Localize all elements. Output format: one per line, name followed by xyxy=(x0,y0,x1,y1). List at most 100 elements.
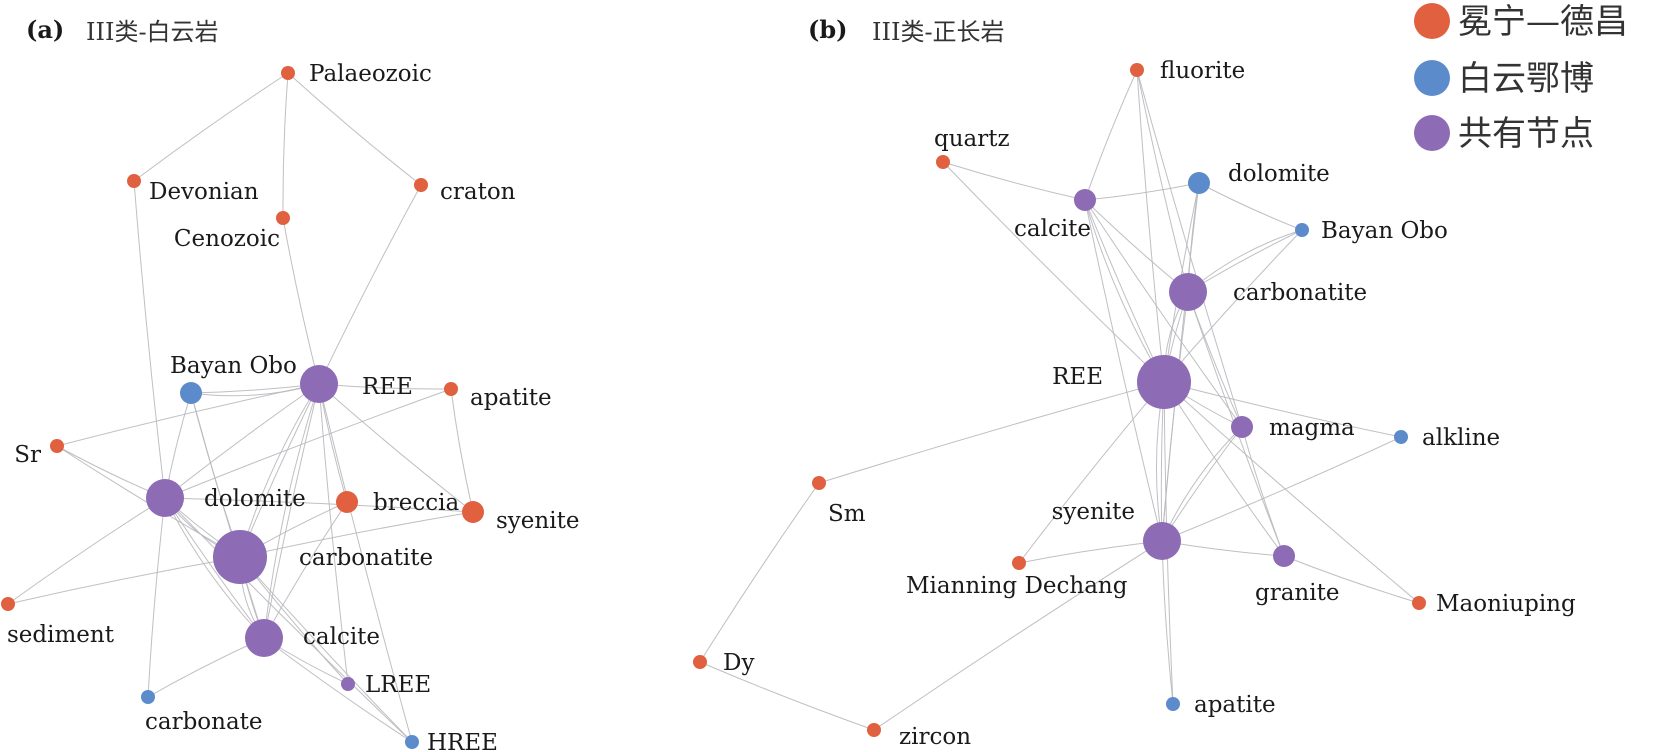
edge-syenite-zircon xyxy=(873,540,1163,731)
edge-ree-alkline xyxy=(1163,381,1402,438)
node-alkline xyxy=(1394,430,1408,444)
edge-apatite-dolomite xyxy=(164,388,452,499)
node-dy xyxy=(693,655,707,669)
edge-quartz-calcite xyxy=(942,161,1086,201)
node-palaeozoic xyxy=(281,66,295,80)
node-label-ree: REE xyxy=(1052,364,1103,390)
node-label-sm: Sm xyxy=(828,501,866,527)
edge-calcite-ree xyxy=(1084,199,1165,383)
node-label-dolomite: dolomite xyxy=(204,486,306,512)
node-fluorite xyxy=(1130,63,1144,77)
edge-dolomite-calcite xyxy=(164,497,265,639)
edge-calcite-carbonatite xyxy=(1084,199,1189,293)
node-granite xyxy=(1273,545,1295,567)
edge-granite-maoniuping xyxy=(1283,555,1420,604)
legend-label-mianning-dechang: 冕宁—德昌 xyxy=(1458,2,1628,42)
node-label-syenite: syenite xyxy=(496,508,579,534)
node-mianning_dechang xyxy=(1012,556,1026,570)
node-lree xyxy=(341,677,355,691)
node-ree xyxy=(300,365,338,403)
edge-ree-carbonatite xyxy=(239,383,320,558)
edge-calcite-ree xyxy=(1084,199,1165,383)
edge-ree-lree xyxy=(318,383,349,685)
node-label-bayan_obo: Bayan Obo xyxy=(170,353,297,379)
edge-ree-granite xyxy=(1163,381,1285,557)
edge-calcite-magma xyxy=(1084,199,1243,428)
edge-palaeozoic-craton xyxy=(287,72,422,186)
edge-carbonatite-hree xyxy=(239,556,413,743)
node-magma xyxy=(1231,416,1253,438)
edge-syenite-mianning_dechang xyxy=(1018,540,1163,564)
node-devonian xyxy=(127,174,141,188)
node-cenozoic xyxy=(276,211,290,225)
edge-dolomite-calcite xyxy=(164,497,265,639)
node-label-palaeozoic: Palaeozoic xyxy=(309,61,432,87)
edge-ree-syenite xyxy=(318,383,474,513)
panel-b-id: (b) xyxy=(808,15,848,44)
edge-calcite-syenite xyxy=(1084,199,1163,542)
node-label-alkline: alkline xyxy=(1422,425,1500,451)
node-label-lree: LREE xyxy=(365,672,431,698)
node-zircon xyxy=(867,723,881,737)
node-bayan_obo xyxy=(1295,223,1309,237)
node-dolomite xyxy=(146,479,184,517)
edge-dolomite-carbonate xyxy=(147,497,166,698)
node-ree xyxy=(1137,355,1191,409)
edge-carbonatite-syenite xyxy=(1161,291,1189,542)
node-carbonatite xyxy=(1169,273,1207,311)
node-syenite xyxy=(462,501,484,523)
node-label-syenite: syenite xyxy=(1052,499,1135,525)
edge-ree-sm xyxy=(818,381,1165,484)
node-label-sr: Sr xyxy=(14,442,41,468)
node-label-craton: craton xyxy=(440,179,516,205)
panel-a-id: (a) xyxy=(26,15,64,44)
edge-dolomite-hree xyxy=(164,497,413,743)
edge-fluorite-magma xyxy=(1136,69,1243,428)
legend-marker-mianning-dechang xyxy=(1414,3,1450,39)
node-sediment xyxy=(1,597,15,611)
edge-ree-mianning_dechang xyxy=(1018,381,1165,564)
panel-b-title: III类-正长岩 xyxy=(872,18,1005,46)
edge-syenite-dolomite xyxy=(164,497,474,513)
node-calcite xyxy=(245,619,283,657)
node-label-sediment: sediment xyxy=(7,622,115,648)
edge-dy-zircon xyxy=(699,661,875,731)
legend-marker-shared xyxy=(1414,115,1450,151)
panel-a-title: III类-白云岩 xyxy=(86,18,219,46)
edge-cenozoic-ree xyxy=(282,217,320,385)
node-carbonatite xyxy=(213,530,267,584)
node-label-zircon: zircon xyxy=(899,724,971,750)
node-label-carbonatite: carbonatite xyxy=(299,545,433,571)
edge-ree-calcite xyxy=(263,383,320,639)
node-breccia xyxy=(336,491,358,513)
node-label-calcite: calcite xyxy=(1014,216,1091,242)
edge-carbonatite-sediment xyxy=(7,556,241,605)
edge-devonian-dolomite xyxy=(133,180,166,499)
edge-calcite-dolomite xyxy=(1084,182,1200,201)
edge-quartz-ree xyxy=(942,161,1165,383)
edge-fluorite-ree xyxy=(1136,69,1165,383)
legend-label-baiyun-obo: 白云鄂博 xyxy=(1458,59,1594,99)
legend-label-shared: 共有节点 xyxy=(1458,114,1594,154)
edge-carbonatite-magma xyxy=(1187,291,1243,428)
edge-craton-ree xyxy=(318,184,422,385)
node-carbonate xyxy=(141,690,155,704)
edge-ree-dolomite xyxy=(164,383,320,499)
node-label-bayan_obo: Bayan Obo xyxy=(1321,218,1448,244)
edge-ree-calcite xyxy=(263,383,320,639)
node-label-magma: magma xyxy=(1269,415,1355,441)
node-bayan_obo xyxy=(180,382,202,404)
edge-magma-granite xyxy=(1241,426,1285,557)
node-hree xyxy=(405,735,419,749)
panel-a: (a) III类-白云岩 PalaeozoicDevonianCenozoicc… xyxy=(1,15,579,752)
node-apatite xyxy=(1166,697,1180,711)
node-label-fluorite: fluorite xyxy=(1160,58,1245,84)
edge-magma-syenite xyxy=(1161,426,1243,542)
edge-fluorite-calcite xyxy=(1084,69,1138,201)
edge-syenite-alkline xyxy=(1161,436,1402,542)
edge-calcite-hree xyxy=(263,637,413,743)
edge-dolomite-bayan_obo xyxy=(1198,182,1303,231)
